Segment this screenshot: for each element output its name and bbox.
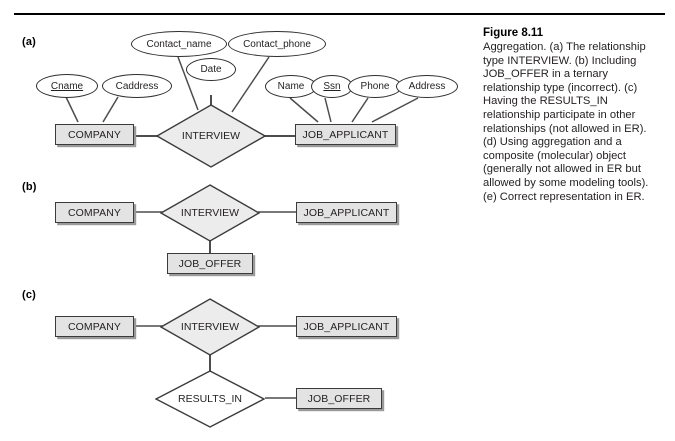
- leader-phone: [351, 97, 369, 123]
- relationship-interview-a: INTERVIEW: [156, 104, 266, 168]
- entity-job-applicant-c: JOB_APPLICANT: [296, 316, 397, 337]
- attribute-phone: Phone: [348, 75, 402, 98]
- entity-company-c: COMPANY: [55, 316, 134, 337]
- attribute-name-label: Name: [277, 81, 305, 92]
- header-divider: [14, 13, 665, 15]
- attribute-contact-phone: Contact_phone: [228, 31, 326, 57]
- entity-job-applicant-c-label: JOB_APPLICANT: [303, 320, 390, 333]
- attribute-ssn-label: Ssn: [323, 81, 341, 92]
- attribute-address-label: Address: [408, 81, 446, 92]
- leader-address: [371, 97, 419, 123]
- attribute-name: Name: [265, 75, 317, 98]
- attribute-contact-phone-label: Contact_phone: [243, 38, 311, 50]
- attribute-phone-label: Phone: [360, 81, 390, 92]
- entity-company-b-label: COMPANY: [67, 206, 121, 219]
- relationship-results-in: RESULTS_IN: [155, 370, 265, 428]
- attribute-date-label: Date: [200, 64, 222, 75]
- attribute-contact-name: Contact_name: [131, 31, 227, 57]
- attribute-caddress-label: Caddress: [115, 80, 159, 92]
- leader-name: [289, 97, 319, 123]
- entity-job-offer-b-label: JOB_OFFER: [178, 257, 242, 270]
- attribute-ssn: Ssn: [311, 75, 353, 98]
- er-diagram-canvas: (a) Cname Caddress Contact_name Contact_…: [22, 31, 458, 428]
- section-label-b: (b): [22, 181, 37, 193]
- attribute-cname-label: Cname: [50, 80, 84, 92]
- attribute-cname: Cname: [36, 74, 98, 98]
- figure-title: Figure 8.11: [483, 27, 544, 39]
- entity-job-offer-c: JOB_OFFER: [296, 388, 382, 409]
- figure-caption-block: Figure 8.11 Aggregation. (a) The relatio…: [483, 26, 663, 204]
- entity-company-b: COMPANY: [55, 202, 134, 223]
- entity-job-applicant-a-label: JOB_APPLICANT: [302, 128, 389, 141]
- entity-job-applicant-b: JOB_APPLICANT: [296, 202, 397, 223]
- entity-job-offer-c-label: JOB_OFFER: [307, 392, 371, 405]
- entity-company-a: COMPANY: [55, 124, 134, 145]
- relationship-interview-c: INTERVIEW: [160, 298, 260, 356]
- attribute-contact-name-label: Contact_name: [146, 38, 212, 50]
- section-label-a: (a): [22, 36, 37, 48]
- section-label-c: (c): [22, 289, 37, 301]
- entity-job-offer-b: JOB_OFFER: [167, 253, 253, 274]
- entity-company-a-label: COMPANY: [67, 128, 121, 141]
- entity-job-applicant-b-label: JOB_APPLICANT: [303, 206, 390, 219]
- attribute-date: Date: [186, 58, 236, 81]
- leader-caddress: [102, 96, 119, 123]
- entity-job-applicant-a: JOB_APPLICANT: [295, 124, 396, 145]
- entity-company-c-label: COMPANY: [67, 320, 121, 333]
- relationship-interview-b: INTERVIEW: [160, 184, 260, 242]
- attribute-caddress: Caddress: [102, 74, 172, 98]
- leader-ssn: [324, 97, 332, 123]
- leader-cname: [65, 96, 79, 123]
- figure-caption-text: Aggregation. (a) The relationship type I…: [483, 41, 649, 203]
- attribute-address: Address: [396, 75, 458, 98]
